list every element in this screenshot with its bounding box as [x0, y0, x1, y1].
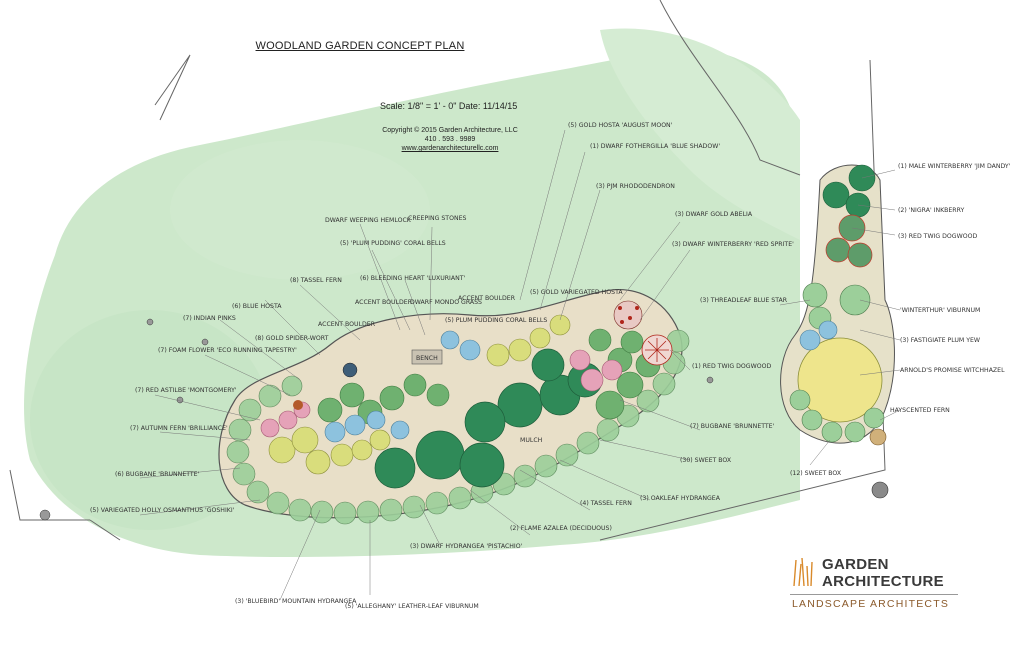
label-accent-boulder-3: ACCENT BOULDER	[458, 295, 516, 302]
label-bugbane-left: (6) BUGBANE 'BRUNNETTE'	[115, 471, 200, 478]
label-bluebird: (3) 'BLUEBIRD' MOUNTAIN HYDRANGEA	[235, 598, 357, 605]
label-dwarf-hydrangea: (3) DWARF HYDRANGEA 'PISTACHIO'	[410, 543, 523, 550]
main-planting-bed: BENCH MULCH	[218, 289, 690, 525]
label-plum-coral-bells: (5) PLUM PUDDING CORAL BELLS	[445, 317, 547, 324]
label-accent-boulder-2: ACCENT BOULDER	[318, 321, 376, 328]
bench	[411, 349, 443, 365]
label-pjm: (3) PJM RHODODENDRON	[596, 183, 675, 190]
label-plum-yew: (3) FASTIGIATE PLUM YEW	[900, 337, 980, 344]
label-sweet-box-center: (30) SWEET BOX	[680, 457, 732, 464]
label-male-winterberry: (1) MALE WINTERBERRY 'JIM DANDY'	[898, 163, 1011, 170]
label-winterthur: 'WINTERTHUR' VIBURNUM	[900, 307, 980, 314]
label-blue-hosta: (6) BLUE HOSTA	[232, 303, 282, 310]
label-bleeding-heart: (6) BLEEDING HEART 'LUXURIANT'	[360, 275, 466, 282]
logo-divider	[790, 594, 958, 595]
grass-logo-icon	[793, 557, 813, 586]
label-autumn-fern: (7) AUTUMN FERN 'BRILLIANCE'	[130, 425, 228, 432]
label-gold-spider: (8) GOLD SPIDER-WORT	[255, 335, 329, 342]
bench-label: BENCH	[416, 355, 438, 362]
phone: 410 . 593 . 9989	[424, 136, 476, 143]
website-link[interactable]: www.gardenarchitecturellc.com	[401, 145, 499, 152]
label-gold-variegated: (5) GOLD VARIEGATED HOSTA	[530, 289, 623, 296]
label-creeping-stones: CREEPING STONES	[408, 215, 467, 222]
label-red-astilbe: (7) RED ASTILBE 'MONTGOMERY'	[135, 387, 237, 394]
label-red-twig-right: (3) RED TWIG DOGWOOD	[898, 233, 977, 240]
label-tassel-fern-bottom: (4) TASSEL FERN	[580, 500, 632, 507]
logo-line-architecture: ARCHITECTURE	[822, 573, 944, 590]
label-nigra-inkberry: (2) 'NIGRA' INKBERRY	[898, 207, 964, 214]
label-witchhazel: ARNOLD'S PROMISE WITCHHAZEL	[900, 367, 1005, 374]
label-dwarf-winterberry: (3) DWARF WINTERBERRY 'RED SPRITE'	[672, 241, 794, 248]
label-indian-pinks: (7) INDIAN PINKS	[183, 315, 236, 322]
label-oakleaf: (3) OAKLEAF HYDRANGEA	[640, 495, 721, 502]
label-sweet-box-right: (12) SWEET BOX	[790, 470, 842, 477]
company-logo: GARDEN ARCHITECTURE LANDSCAPE ARCHITECTS	[790, 556, 970, 616]
red-accents	[613, 300, 673, 366]
mulch-label: MULCH	[520, 437, 543, 444]
label-tassel-fern-top: (8) TASSEL FERN	[290, 277, 342, 284]
label-accent-boulder-1: ACCENT BOULDER	[355, 299, 413, 306]
scale-date: Scale: 1/8" = 1' - 0" Date: 11/14/15	[380, 101, 518, 111]
plant-labels: (5) GOLD HOSTA 'AUGUST MOON' (1) DWARF F…	[90, 122, 1011, 610]
label-holly-osmanthus: (5) VARIEGATED HOLLY OSMANTHUS 'GOSHIKI'	[90, 507, 235, 514]
label-dwarf-weeping-hemlock: DWARF WEEPING HEMLOCK	[325, 217, 412, 224]
label-gold-hosta: (5) GOLD HOSTA 'AUGUST MOON'	[568, 122, 673, 129]
right-planting-bed	[780, 164, 895, 499]
label-plum-pudding: (5) 'PLUM PUDDING' CORAL BELLS	[340, 240, 446, 247]
label-bugbane-right: (7) BUGBANE 'BRUNNETTE'	[690, 423, 775, 430]
label-dwarf-mondo: DWARF MONDO GRASS	[410, 299, 482, 306]
label-fothergilla: (1) DWARF FOTHERGILLA 'BLUE SHADOW'	[590, 143, 720, 150]
label-flame-azalea: (2) FLAME AZALEA (DECIDUOUS)	[510, 525, 612, 532]
logo-line-garden: GARDEN	[822, 556, 889, 573]
label-foam-flower: (7) FOAM FLOWER 'ECO RUNNING TAPESTRY'	[158, 347, 297, 354]
logo-line-landscape: LANDSCAPE ARCHITECTS	[792, 598, 950, 610]
label-dwarf-gold-abelia: (3) DWARF GOLD ABELIA	[675, 211, 753, 218]
label-threadleaf: (3) THREADLEAF BLUE STAR	[700, 297, 788, 304]
boulders	[39, 318, 714, 521]
leader-lines	[139, 129, 901, 601]
label-hayscented: HAYSCENTED FERN	[890, 407, 950, 414]
plan-title: WOODLAND GARDEN CONCEPT PLAN	[255, 40, 465, 52]
label-red-twig-center: (1) RED TWIG DOGWOOD	[692, 363, 771, 370]
label-viburnum: (5) 'ALLEGHANY' LEATHER-LEAF VIBURNUM	[345, 603, 479, 610]
copyright: Copyright © 2015 Garden Architecture, LL…	[382, 127, 518, 134]
